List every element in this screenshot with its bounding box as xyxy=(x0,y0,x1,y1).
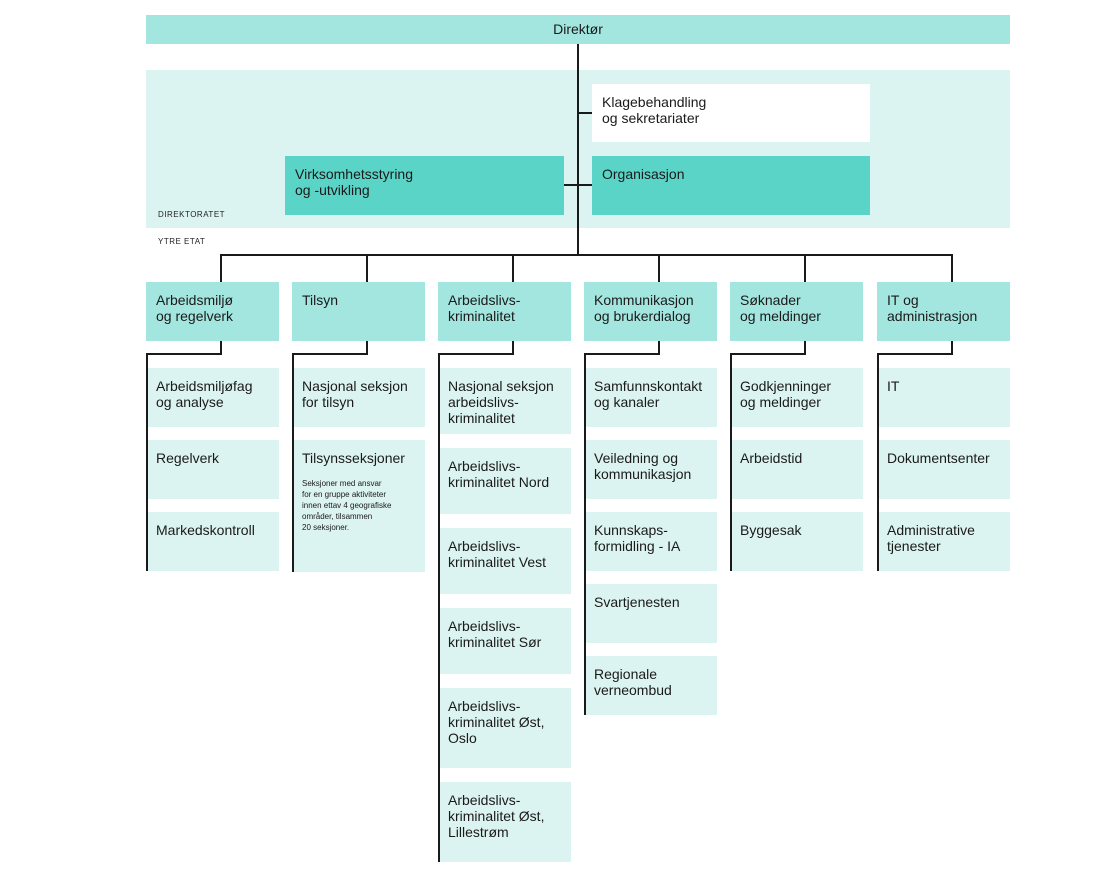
department-bracket-horizontal xyxy=(730,353,806,355)
unit-box: Godkjenninger og meldinger xyxy=(730,368,863,427)
department-drop-line xyxy=(366,254,368,282)
department-drop-line xyxy=(951,254,953,282)
department-bracket-stem xyxy=(366,341,368,355)
unit-label: Arbeidslivs- kriminalitet Øst, Oslo xyxy=(448,698,545,746)
unit-box: Dokumentsenter xyxy=(877,440,1010,499)
organisation-box: Organisasjon xyxy=(592,156,870,215)
department-bracket-horizontal xyxy=(438,353,514,355)
department-header: Søknader og meldinger xyxy=(730,282,863,341)
outer-agency-label: YTRE ETAT xyxy=(158,237,206,246)
unit-box: Svartjenesten xyxy=(584,584,717,643)
unit-box: Arbeidslivs- kriminalitet Nord xyxy=(438,448,571,514)
unit-label: Regionale verneombud xyxy=(594,666,672,698)
unit-box: Arbeidslivs- kriminalitet Sør xyxy=(438,608,571,674)
department-header: Arbeidslivs- kriminalitet xyxy=(438,282,571,341)
department-bracket-horizontal xyxy=(146,353,222,355)
department-bracket-horizontal xyxy=(584,353,660,355)
unit-label: Tilsynsseksjoner xyxy=(302,450,405,466)
department-bracket-stem xyxy=(220,341,222,355)
unit-box: Arbeidstid xyxy=(730,440,863,499)
unit-label: Arbeidslivs- kriminalitet Øst, Lillestrø… xyxy=(448,792,545,840)
department-drop-line xyxy=(512,254,514,282)
unit-label: Kunnskaps- formidling - IA xyxy=(594,522,681,554)
department-bracket-stem xyxy=(804,341,806,355)
unit-label: Godkjenninger og meldinger xyxy=(740,378,832,410)
unit-label: Samfunnskontakt og kanaler xyxy=(594,378,703,410)
unit-box: Arbeidsmiljøfag og analyse xyxy=(146,368,279,427)
department-drop-line xyxy=(658,254,660,282)
staff-connector xyxy=(564,184,592,186)
department-vertical-rail xyxy=(146,353,148,571)
unit-label: Arbeidsmiljøfag og analyse xyxy=(156,378,253,410)
unit-label: Veiledning og kommunikasjon xyxy=(594,450,692,482)
unit-label: Nasjonal seksjon for tilsyn xyxy=(302,378,408,410)
unit-box: Kunnskaps- formidling - IA xyxy=(584,512,717,571)
department-vertical-rail xyxy=(584,353,586,715)
unit-box: Arbeidslivs- kriminalitet Øst, Oslo xyxy=(438,688,571,768)
unit-label: Arbeidslivs- kriminalitet Nord xyxy=(448,458,550,490)
unit-label: Dokumentsenter xyxy=(887,450,990,466)
unit-box: Administrative tjenester xyxy=(877,512,1010,571)
department-bracket-stem xyxy=(512,341,514,355)
department-vertical-rail xyxy=(730,353,732,571)
department-header: IT og administrasjon xyxy=(877,282,1010,341)
unit-box: Arbeidslivs- kriminalitet Vest xyxy=(438,528,571,594)
unit-label: Arbeidslivs- kriminalitet Vest xyxy=(448,538,547,570)
unit-box: Arbeidslivs- kriminalitet Øst, Lillestrø… xyxy=(438,782,571,862)
unit-label: Nasjonal seksjon arbeidslivs- kriminalit… xyxy=(448,378,554,426)
unit-label: IT xyxy=(887,378,900,394)
unit-label: Arbeidstid xyxy=(740,450,803,466)
department-bracket-horizontal xyxy=(292,353,368,355)
unit-label: Markedskontroll xyxy=(156,522,255,538)
department-bracket-stem xyxy=(951,341,953,355)
unit-box: Byggesak xyxy=(730,512,863,571)
department-drop-line xyxy=(220,254,222,282)
department-bracket-stem xyxy=(658,341,660,355)
department-header: Arbeidsmiljø og regelverk xyxy=(146,282,279,341)
complaints-box: Klagebehandling og sekretariater xyxy=(592,84,870,142)
directorate-label: DIREKTORATET xyxy=(158,210,226,219)
unit-label: Regelverk xyxy=(156,450,220,466)
unit-box: IT xyxy=(877,368,1010,427)
complaints-connector xyxy=(577,112,592,114)
director-box: Direktør xyxy=(146,15,1010,44)
unit-box: Regelverk xyxy=(146,440,279,499)
unit-label: Svartjenesten xyxy=(594,594,680,610)
main-trunk-line xyxy=(577,44,579,255)
unit-box: Nasjonal seksjon arbeidslivs- kriminalit… xyxy=(438,368,571,434)
department-header: Kommunikasjon og brukerdialog xyxy=(584,282,717,341)
unit-label: Administrative tjenester xyxy=(887,522,975,554)
department-vertical-rail xyxy=(438,353,440,862)
unit-box: Regionale verneombud xyxy=(584,656,717,715)
unit-box: Veiledning og kommunikasjon xyxy=(584,440,717,499)
departments-horizontal-line xyxy=(220,254,952,256)
unit-label: Byggesak xyxy=(740,522,802,538)
unit-label: Arbeidslivs- kriminalitet Sør xyxy=(448,618,542,650)
unit-box: Nasjonal seksjon for tilsyn xyxy=(292,368,425,427)
unit-box: Samfunnskontakt og kanaler xyxy=(584,368,717,427)
department-header: Tilsyn xyxy=(292,282,425,341)
department-vertical-rail xyxy=(877,353,879,571)
department-vertical-rail xyxy=(292,353,294,572)
governance-box: Virksomhetsstyring og -utvikling xyxy=(285,156,564,215)
department-drop-line xyxy=(804,254,806,282)
unit-note: Seksjoner med ansvar for en gruppe aktiv… xyxy=(302,479,392,532)
department-bracket-horizontal xyxy=(877,353,953,355)
unit-box: Markedskontroll xyxy=(146,512,279,571)
